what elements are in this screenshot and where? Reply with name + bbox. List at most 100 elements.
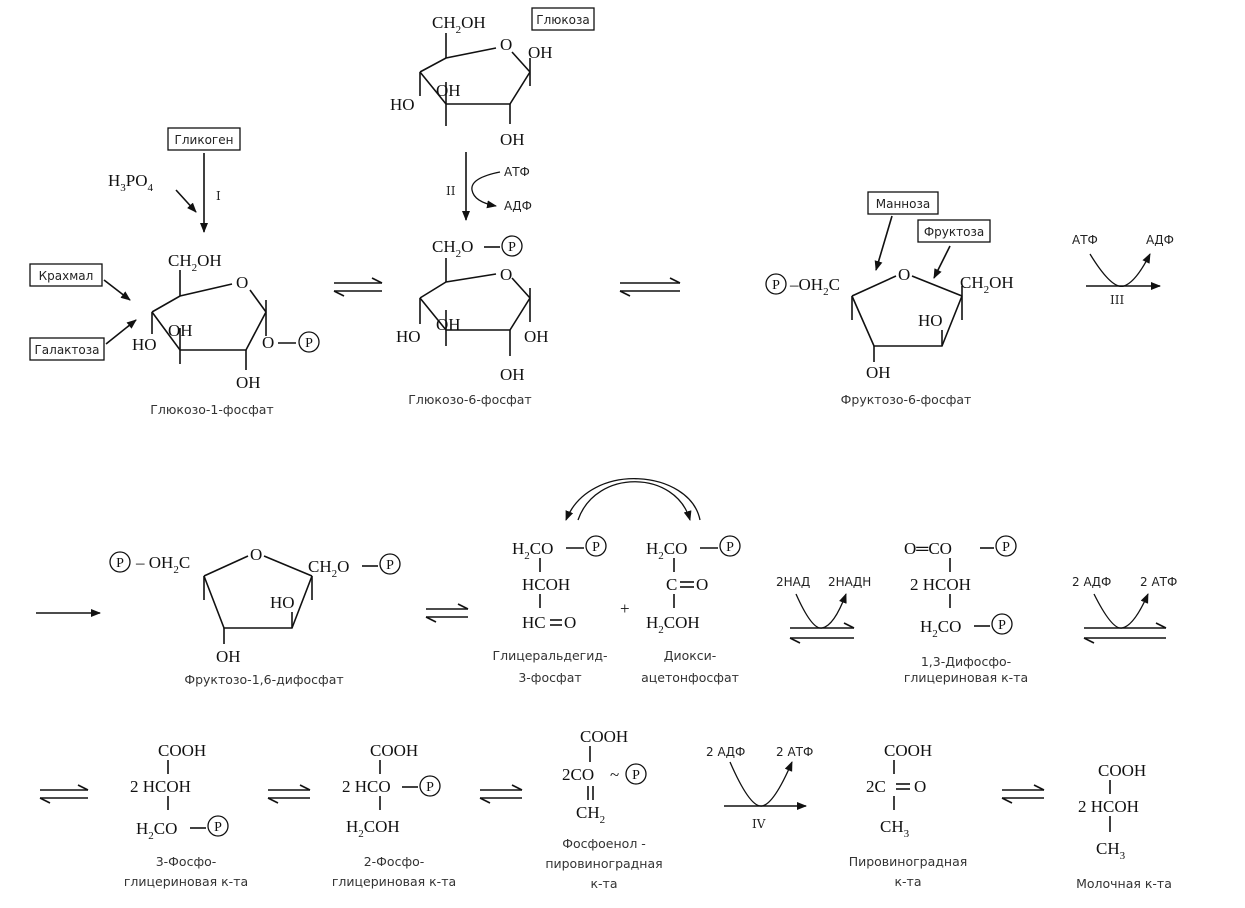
- step-III-adp: АДФ: [1146, 233, 1174, 247]
- pg2-h2coh: H2COH: [346, 817, 400, 840]
- step-II-label: II: [446, 184, 456, 198]
- bpg13-label-2: глицериновая к-та: [904, 670, 1028, 685]
- starch-box-label: Крахмал: [39, 269, 94, 283]
- bpg13-label-1: 1,3-Дифосфо-: [921, 654, 1011, 669]
- step-IV-label: IV: [752, 817, 766, 831]
- pep-phosphate: P: [632, 768, 640, 783]
- step-II-adp: АДФ: [504, 199, 532, 213]
- step-IV-atp: 2 АТФ: [776, 745, 813, 759]
- nad-label: 2НАД: [776, 575, 810, 589]
- kinase1-adp: 2 АДФ: [1072, 575, 1111, 589]
- eq-pyr-lac: [1001, 784, 1045, 804]
- glucose-ring-o: O: [500, 35, 512, 54]
- pep-tilde: ~: [610, 765, 619, 784]
- f16bp-phosphate-2: P: [386, 558, 394, 573]
- pg2-label-1: 2-Фосфо-: [364, 854, 425, 869]
- pg3-label-2: глицериновая к-та: [124, 874, 248, 889]
- pep-cooh: COOH: [580, 727, 628, 746]
- bpg13-phosphate-1: P: [1002, 540, 1010, 555]
- pg3-structure: COOH 2 HCOH H2CO P 3-Фосфо- глицериновая…: [124, 741, 248, 889]
- bpg13-oco: O═CO: [904, 539, 952, 558]
- step-I-label: I: [216, 189, 221, 203]
- dhap-o: O: [696, 575, 708, 594]
- bpg13-h2co: H2CO: [920, 617, 961, 640]
- glucose-oh-c1: OH: [528, 43, 553, 62]
- eq-g1p-g6p: [333, 277, 383, 297]
- pg3-phosphate: P: [214, 820, 222, 835]
- g1p-o: O: [262, 333, 274, 352]
- nadh-label: 2НАДН: [828, 575, 871, 589]
- glucose-structure: Глюкоза CH2OH O OH HO OH OH: [390, 7, 595, 149]
- pyr-label-2: к-та: [894, 874, 921, 889]
- g6p-oh-c3: OH: [436, 315, 461, 334]
- gap-structure: H2CO P HCOH HC O Глицеральдегид- 3-фосфа…: [492, 535, 608, 685]
- triose-isomerase-arcs: [565, 478, 701, 521]
- glucose-ch2oh: CH2OH: [432, 13, 486, 36]
- dhap-label-2: ацетонфосфат: [641, 670, 739, 685]
- bpg13-phosphate-2: P: [998, 618, 1006, 633]
- f16bp-structure: P – OH2C O CH2O P HO OH Фруктозо-1,6-диф…: [109, 545, 401, 687]
- pyr-label-1: Пировиноградная: [849, 854, 968, 869]
- h3po4: H3PO4: [108, 171, 154, 194]
- step-II-atp: АТФ: [504, 165, 530, 179]
- pep-label-2: пировиноградная: [545, 856, 662, 871]
- step-IV: 2 АДФ 2 АТФ IV: [706, 745, 813, 831]
- pg2-cooh: COOH: [370, 741, 418, 760]
- step-III-label: III: [1110, 293, 1124, 307]
- g6p-label: Глюкозо-6-фосфат: [408, 392, 531, 407]
- pyr-o: O: [914, 777, 926, 796]
- glucose-box: [531, 7, 595, 31]
- pg3-cooh: COOH: [158, 741, 206, 760]
- eq-f16bp-triose: [425, 603, 469, 623]
- f6p-ch2oh: CH2OH: [960, 273, 1014, 296]
- f16bp-label: Фруктозо-1,6-дифосфат: [184, 672, 343, 687]
- g6p-oh-c1: OH: [524, 327, 549, 346]
- g1p-structure: Гликоген I H3PO4 Крахмал Галактоза CH2OH…: [29, 127, 320, 417]
- eq-g6p-f6p: [619, 277, 681, 297]
- g6p-ring-o: O: [500, 265, 512, 284]
- pyr-ch3: CH3: [880, 817, 910, 840]
- glucose-oh-c2: OH: [500, 130, 525, 149]
- gap-hcoh: HCOH: [522, 575, 570, 594]
- f6p-phosphate: P: [772, 278, 780, 293]
- g1p-ring-o: O: [236, 273, 248, 292]
- lactate-structure: COOH 2 HCOH CH3 Молочная к-та: [1076, 761, 1172, 891]
- glucose-ho: HO: [390, 95, 415, 114]
- glucose-oh-c3: OH: [436, 81, 461, 100]
- step-IV-adp: 2 АДФ: [706, 745, 745, 759]
- gap-phosphate: P: [592, 540, 600, 555]
- pg3-hcoh: 2 HCOH: [130, 777, 191, 796]
- f6p-label: Фруктозо-6-фосфат: [841, 392, 972, 407]
- dhap-h2coh: H2COH: [646, 613, 700, 636]
- starch-box: [29, 263, 103, 287]
- lac-label: Молочная к-та: [1076, 876, 1172, 891]
- dhap-phosphate: P: [726, 540, 734, 555]
- glucose-box-label: Глюкоза: [536, 13, 589, 27]
- f16bp-ho: HO: [270, 593, 295, 612]
- f6p-oh: OH: [866, 363, 891, 382]
- glycogen-box: [167, 127, 241, 151]
- dhap-h2co: H2CO: [646, 539, 687, 562]
- mannose-box-label: Манноза: [876, 197, 930, 211]
- galactose-box: [29, 337, 105, 361]
- f6p-structure: Манноза Фруктоза P –OH2C O CH2OH HO OH Ф…: [765, 191, 1014, 407]
- pep-ch2: CH2: [576, 803, 605, 826]
- step-III-atp: АТФ: [1072, 233, 1098, 247]
- eq-to-3pg: [39, 784, 89, 804]
- pg2-phosphate: P: [426, 780, 434, 795]
- pg2-hco: 2 HCO: [342, 777, 391, 796]
- eq-2pg-pep: [479, 784, 523, 804]
- f16bp-ring-o: O: [250, 545, 262, 564]
- pep-label-3: к-та: [590, 876, 617, 891]
- eq-3pg-2pg: [267, 784, 311, 804]
- fructose-box: [917, 219, 991, 243]
- lac-ch3: CH3: [1096, 839, 1126, 862]
- pg3-h2co: H2CO: [136, 819, 177, 842]
- gap-o: O: [564, 613, 576, 632]
- step-II: II АТФ АДФ: [446, 152, 532, 221]
- gap-h2co: H2CO: [512, 539, 553, 562]
- kinase-step-1: 2 АДФ 2 АТФ: [1072, 575, 1177, 644]
- pyr-c: 2C: [866, 777, 886, 796]
- pg2-structure: COOH 2 HCO P H2COH 2-Фосфо- глицериновая…: [332, 741, 456, 889]
- dhap-c: C: [666, 575, 677, 594]
